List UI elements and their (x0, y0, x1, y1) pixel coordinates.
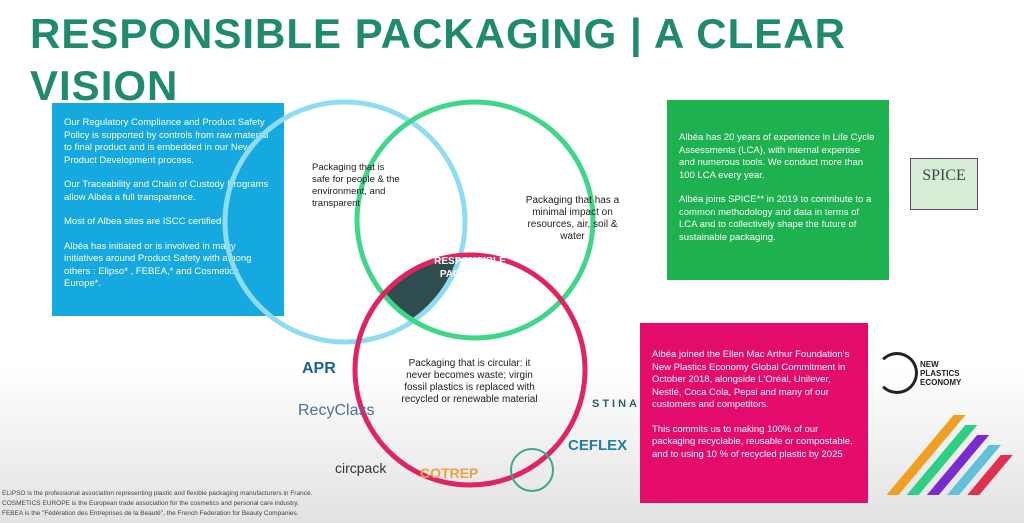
venn-circle-circular (352, 252, 588, 488)
compliance-box: Our Regulatory Compliance and Product Sa… (52, 103, 284, 316)
lca-box: Albéa has 20 years of experience in Life… (667, 100, 889, 280)
recyclass-logo: RecyClass (298, 402, 375, 419)
box-text: Our Traceability and Chain of Custody Pr… (64, 179, 269, 203)
circpack-logo: circpack (335, 460, 387, 476)
box-text: Albéa joins SPICE** in 2019 to contribut… (679, 194, 872, 243)
ceflex-logo: CEFLEX (568, 437, 628, 454)
cotrep-logo: COTREP (420, 465, 479, 481)
npe-circle-icon (876, 352, 918, 394)
venn-center-label: RESPONSIBLE PACKAGING (434, 256, 506, 280)
venn-center (357, 255, 465, 338)
new-plastics-economy-logo: NEW PLASTICS ECONOMY (920, 360, 962, 387)
page-title: RESPONSIBLE PACKAGING | A CLEAR VISION (30, 10, 846, 109)
spice-logo-text: SPICE (922, 167, 966, 184)
stina-logo: STINA (592, 398, 640, 410)
footnote: FEBEA is the "Fédération des Entreprises… (2, 510, 299, 517)
box-text: Albéa has initiated or is involved in ma… (64, 240, 252, 290)
venn-circular-text: Packaging that is circular: it never bec… (401, 358, 538, 405)
venn-circle-impact (354, 99, 596, 341)
footnote: COSMETICS EUROPE is the European trade a… (2, 500, 299, 507)
apr-logo: APR (302, 360, 336, 377)
footnotes: ELIPSO is the professional association r… (2, 489, 312, 519)
commitment-box: Albéa joined the Ellen Mac Arthur Founda… (640, 323, 868, 503)
box-text: Most of Albea sites are ISCC certified (64, 216, 222, 227)
box-text: This commits us to making 100% of our pa… (652, 423, 853, 460)
box-text: Albéa has 20 years of experience in Life… (679, 132, 875, 181)
certification-logo-icon (510, 448, 554, 492)
footnote: ELIPSO is the professional association r… (2, 490, 313, 497)
box-text: Albéa joined the Ellen Mac Arthur Founda… (652, 349, 850, 410)
venn-impact-text: Packaging that has a minimal impact on r… (525, 195, 620, 242)
spice-logo: SPICE (910, 158, 978, 210)
venn-safe-text: Packaging that is safe for people & the … (312, 162, 400, 209)
venn-circle-safe (222, 99, 468, 345)
box-text: Our Regulatory Compliance and Product Sa… (64, 117, 269, 166)
